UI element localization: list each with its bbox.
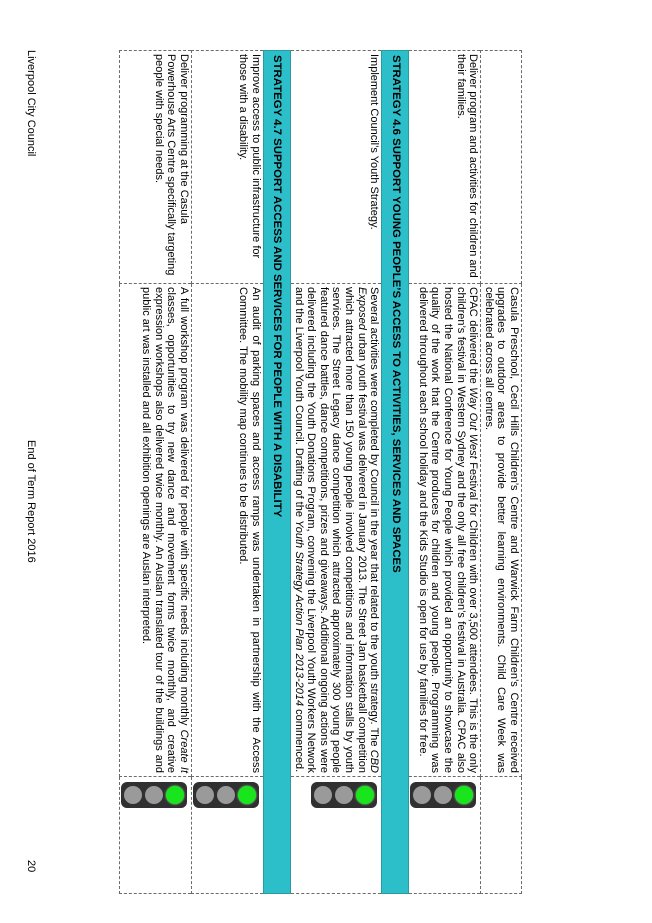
status-cell <box>290 776 382 894</box>
action-cell <box>480 50 522 284</box>
red-bulb-icon <box>314 786 333 804</box>
comment-cell: An audit of parking spaces and access ra… <box>191 283 264 777</box>
comment-text: A full workshop program was delivered fo… <box>178 287 191 730</box>
traffic-light-icon <box>311 782 378 808</box>
red-bulb-icon <box>124 786 143 804</box>
page-number: 20 <box>25 860 37 873</box>
strategy-banner: STRATEGY 4.7 SUPPORT ACCESS AND SERVICES… <box>263 50 291 894</box>
comment-cell: CPAC delivered the Way Out West Festival… <box>408 283 481 777</box>
class-name: Create It <box>178 729 191 773</box>
comment-cell: Several activities were completed by Cou… <box>290 283 382 777</box>
traffic-light-icon <box>121 782 188 808</box>
table-row: Improve access to public infrastructure … <box>191 50 264 894</box>
table-row: Deliver program and activities for child… <box>408 50 481 894</box>
red-bulb-icon <box>413 786 432 804</box>
progress-table: Casula Preschool, Cecil Hills Children’s… <box>119 50 522 894</box>
action-cell: Deliver programming at the Casula Powerh… <box>119 50 192 284</box>
strategy-banner: STRATEGY 4.6 SUPPORT YOUNG PEOPLE’S ACCE… <box>381 50 409 894</box>
green-bulb-icon <box>238 786 257 804</box>
amber-bulb-icon <box>434 786 453 804</box>
comment-text: commenced. <box>292 706 305 773</box>
festival-name: Way Out West <box>467 387 480 459</box>
comment-cell: Casula Preschool, Cecil Hills Children’s… <box>480 283 522 777</box>
amber-bulb-icon <box>145 786 164 804</box>
amber-bulb-icon <box>217 786 236 804</box>
comment-text: Several activities were completed by Cou… <box>368 287 381 750</box>
comment-text: CPAC delivered the <box>467 287 480 388</box>
traffic-light-icon <box>193 782 260 808</box>
status-cell <box>191 776 264 894</box>
action-cell: Improve access to public infrastructure … <box>191 50 264 284</box>
comment-cell: A full workshop program was delivered fo… <box>119 283 192 777</box>
green-bulb-icon <box>455 786 474 804</box>
plan-name: Youth Strategy Action Plan 2013-2014 <box>292 520 305 707</box>
footer-organisation: Liverpool City Council <box>25 50 37 157</box>
red-bulb-icon <box>196 786 215 804</box>
comment-text: classes, opportunities to try new dance … <box>140 287 178 773</box>
strategy-heading: STRATEGY 4.7 SUPPORT ACCESS AND SERVICES… <box>263 50 291 894</box>
green-bulb-icon <box>166 786 185 804</box>
table-row: Deliver programming at the Casula Powerh… <box>119 50 192 894</box>
green-bulb-icon <box>356 786 375 804</box>
status-cell <box>480 776 522 894</box>
strategy-heading: STRATEGY 4.6 SUPPORT YOUNG PEOPLE’S ACCE… <box>381 50 409 894</box>
footer-report-title: End of Term Report 2016 <box>25 440 37 563</box>
table-row: Casula Preschool, Cecil Hills Children’s… <box>480 50 522 894</box>
table-row: Implement Council’s Youth Strategy. Seve… <box>290 50 382 894</box>
amber-bulb-icon <box>335 786 354 804</box>
traffic-light-icon <box>410 782 477 808</box>
status-cell <box>119 776 192 894</box>
status-cell <box>408 776 481 894</box>
action-cell: Deliver program and activities for child… <box>408 50 481 284</box>
action-cell: Implement Council’s Youth Strategy. <box>290 50 382 284</box>
